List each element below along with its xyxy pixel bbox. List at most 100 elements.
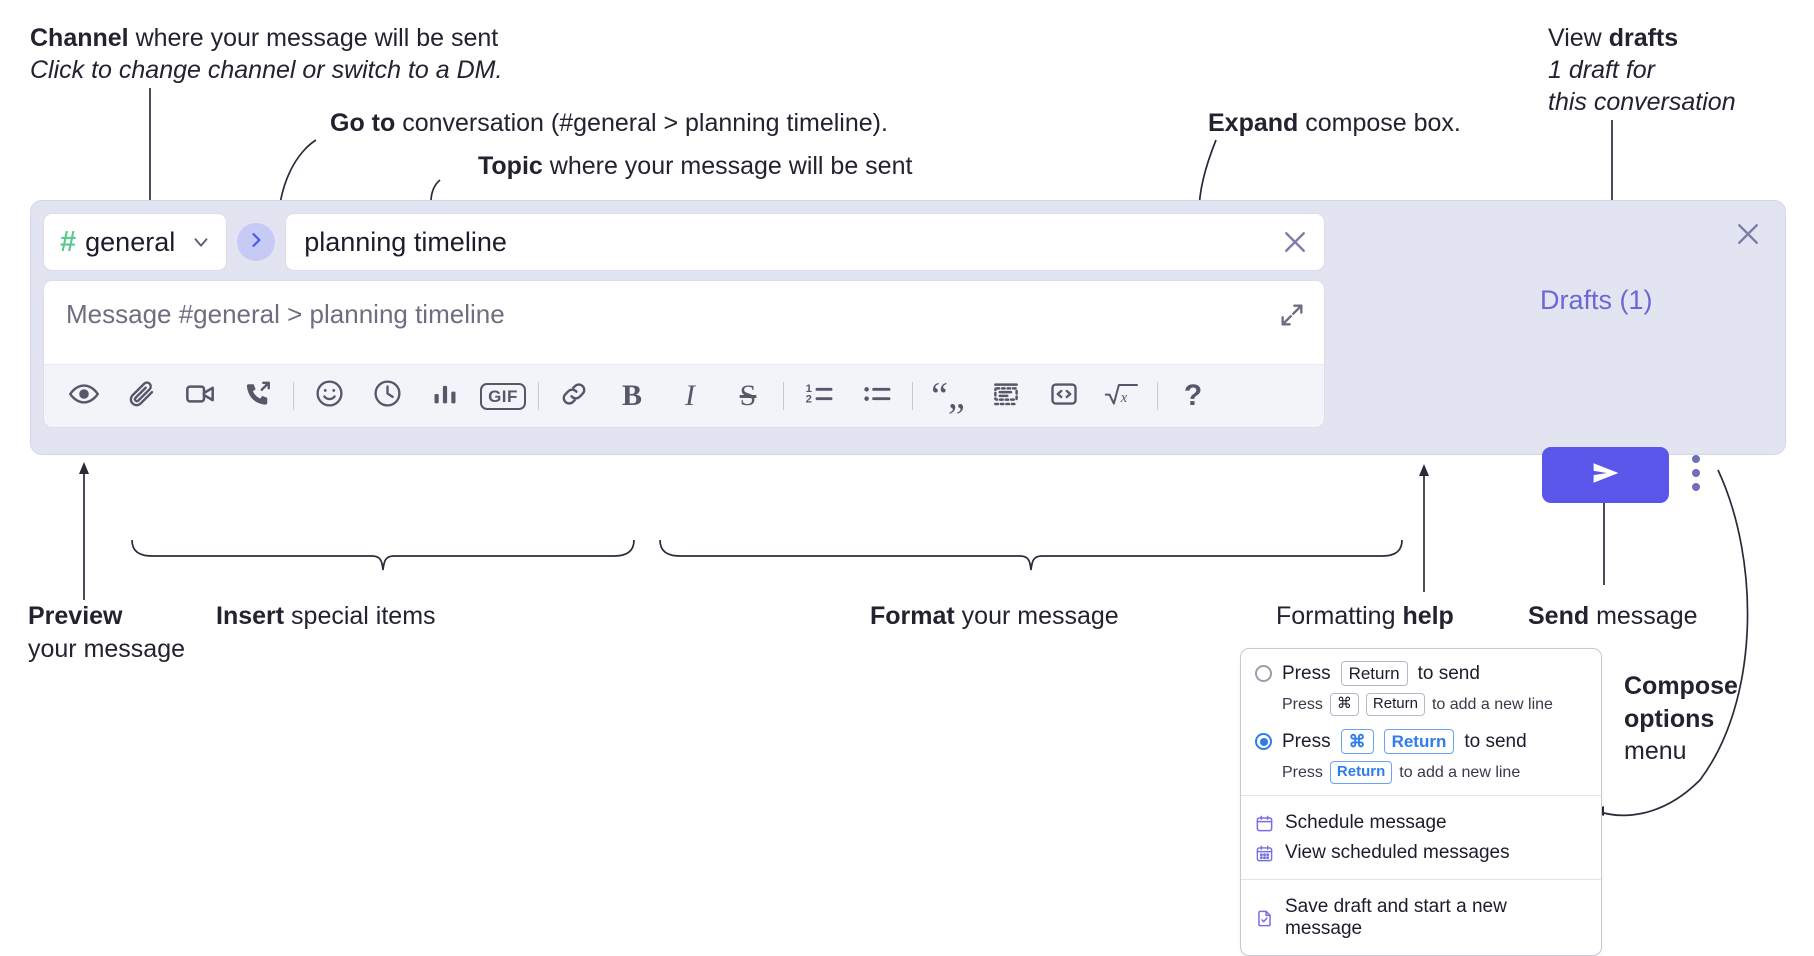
inline-code-button[interactable] <box>1042 374 1086 418</box>
annotation-send-rest: message <box>1589 602 1698 630</box>
question-mark-icon: ? <box>1183 379 1203 412</box>
annotation-preview: Preview your message <box>28 600 185 666</box>
calendar-grid-icon <box>1255 844 1274 863</box>
toolbar-divider <box>912 382 913 410</box>
bold-button[interactable]: B <box>610 374 654 418</box>
emoji-button[interactable] <box>307 374 351 418</box>
annotation-channel: Channel where your message will be sent … <box>30 22 502 86</box>
annotation-expand-rest: compose box. <box>1298 109 1461 137</box>
bold-icon: B <box>621 379 642 412</box>
compose-options-menu: Press Return to send Press ⌘ Return to a… <box>1240 648 1602 956</box>
math-button[interactable]: x <box>1100 374 1144 418</box>
video-clip-button[interactable] <box>178 374 222 418</box>
attach-file-button[interactable] <box>120 374 164 418</box>
annotation-expand: Expand compose box. <box>1208 107 1461 139</box>
send-button[interactable] <box>1542 447 1669 503</box>
chevron-right-icon <box>246 230 266 255</box>
menu-item-view-scheduled-messages[interactable]: View scheduled messages <box>1255 838 1587 868</box>
menu-item-label: Save draft and start a new message <box>1285 896 1507 939</box>
italic-button[interactable]: I <box>668 374 712 418</box>
annotation-compose-options-rest: menu <box>1624 737 1687 765</box>
annotation-channel-rest: where your message will be sent <box>128 24 499 52</box>
annotation-compose-options-bold1: Compose <box>1624 672 1738 700</box>
video-camera-icon <box>184 378 216 415</box>
link-button[interactable] <box>552 374 596 418</box>
kbd-return: Return <box>1329 761 1393 784</box>
option2-to-send: to send <box>1464 730 1527 752</box>
annotation-help-bold: help <box>1402 602 1454 630</box>
gif-button[interactable]: GIF <box>480 374 526 418</box>
toolbar-divider <box>293 382 294 410</box>
preview-button[interactable] <box>62 374 106 418</box>
kbd-command: ⌘ <box>1340 729 1374 755</box>
menu-item-save-draft[interactable]: Save draft and start a new message <box>1255 892 1587 944</box>
channel-selector[interactable]: # general <box>43 213 228 271</box>
drafts-link[interactable]: Drafts (1) <box>1540 285 1653 315</box>
annotation-preview-bold: Preview <box>28 602 123 630</box>
radio-unselected[interactable] <box>1255 665 1272 683</box>
code-block-button[interactable] <box>984 374 1028 418</box>
annotation-send-bold: Send <box>1528 602 1590 630</box>
message-input[interactable]: Message #general > planning timeline <box>43 280 1325 364</box>
eye-icon <box>68 378 100 415</box>
calendar-clock-icon <box>1255 814 1274 833</box>
menu-option-return-to-send[interactable]: Press Return to send Press ⌘ Return to a… <box>1255 661 1587 716</box>
annotation-help: Formatting help <box>1276 600 1454 632</box>
annotation-goto-bold: Go to <box>330 109 396 137</box>
annotation-topic-bold: Topic <box>478 152 543 180</box>
toolbar-divider <box>1157 382 1158 410</box>
option1-sub-tail: to add a new line <box>1431 695 1553 713</box>
toolbar-divider <box>538 382 539 410</box>
compose-main-column: # general planning timeline <box>43 213 1325 428</box>
annotation-goto: Go to conversation (#general > planning … <box>330 107 888 139</box>
compose-panel: # general planning timeline <box>30 200 1786 455</box>
bulleted-list-button[interactable] <box>855 374 899 418</box>
toolbar-divider <box>783 382 784 410</box>
annotation-compose-options-bold2: options <box>1624 704 1715 733</box>
document-check-icon <box>1255 909 1274 928</box>
reminder-button[interactable] <box>365 374 409 418</box>
svg-text:1: 1 <box>806 383 812 395</box>
send-shortcut-options: Press Return to send Press ⌘ Return to a… <box>1241 649 1601 795</box>
blockquote-icon: “„ <box>931 374 965 417</box>
annotation-preview-rest: your message <box>28 635 186 663</box>
annotation-help-lead: Formatting <box>1276 602 1403 630</box>
draft-options-group: Save draft and start a new message <box>1241 879 1601 955</box>
goto-conversation-button[interactable] <box>237 223 276 261</box>
expand-compose-icon[interactable] <box>1278 301 1306 334</box>
annotation-insert: Insert special items <box>216 600 436 632</box>
annotation-channel-bold: Channel <box>30 24 129 52</box>
compose-options-button[interactable] <box>1692 455 1700 491</box>
annotation-topic-rest: where your message will be sent <box>542 152 913 180</box>
annotation-format-bold: Format <box>870 602 955 630</box>
topic-field[interactable]: planning timeline <box>285 213 1325 271</box>
clear-topic-icon[interactable] <box>1280 227 1310 257</box>
kbd-return: Return <box>1340 661 1408 687</box>
menu-item-label: Schedule message <box>1285 812 1447 833</box>
phone-arrow-icon <box>243 379 273 414</box>
annotation-drafts-italic1: 1 draft for <box>1548 56 1655 84</box>
hash-icon: # <box>60 225 77 258</box>
math-sqrt-icon: x <box>1104 379 1140 414</box>
menu-item-schedule-message[interactable]: Schedule message <box>1255 808 1587 838</box>
formatting-help-button[interactable]: ? <box>1171 374 1215 418</box>
schedule-options-group: Schedule message View scheduled messages <box>1241 795 1601 879</box>
option1-sub-press: Press <box>1282 695 1323 713</box>
option1-to-send: to send <box>1417 662 1480 684</box>
close-icon[interactable] <box>1733 219 1763 254</box>
link-icon <box>559 379 589 414</box>
audio-clip-button[interactable] <box>236 374 280 418</box>
more-vertical-icon-dot <box>1692 483 1700 491</box>
blockquote-button[interactable]: “„ <box>926 374 970 418</box>
chevron-down-icon <box>190 231 212 253</box>
emoji-smiley-icon <box>314 378 345 414</box>
menu-option-cmd-return-to-send[interactable]: Press ⌘ Return to send Press Return to a… <box>1255 729 1587 784</box>
strikethrough-button[interactable]: S <box>726 374 770 418</box>
message-placeholder: Message #general > planning timeline <box>66 299 505 329</box>
bulleted-list-icon <box>861 378 893 415</box>
poll-button[interactable] <box>423 374 467 418</box>
ordered-list-button[interactable]: 1 2 <box>797 374 841 418</box>
radio-selected[interactable] <box>1255 733 1272 751</box>
gif-icon: GIF <box>480 382 526 410</box>
